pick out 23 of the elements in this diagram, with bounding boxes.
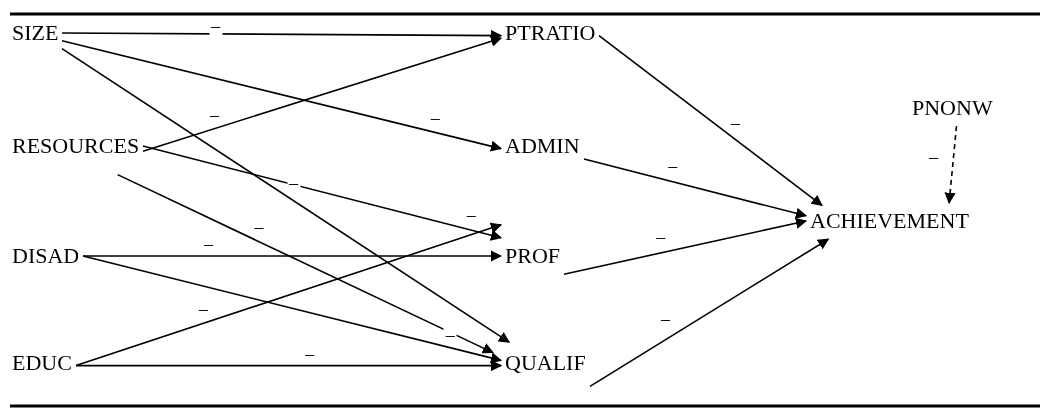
arrow [583,158,808,219]
variable-label: RESOURCES [12,133,140,159]
arrow [61,40,503,152]
variable-label: PROF [505,243,561,269]
arrow [82,255,503,364]
variable-label: PTRATIO [505,20,596,46]
arrow [598,34,823,207]
arrow [75,360,503,372]
arrow [61,47,511,343]
variable-label: DISAD [12,243,80,269]
variable-label: EDUC [12,350,72,376]
arrow [116,173,494,354]
arrow [944,125,958,204]
variable-label: PNONW [912,95,993,121]
arrow [589,238,830,388]
arrow [142,145,503,241]
arrow [563,217,808,275]
arrow [142,35,503,152]
variable-label: QUALIF [505,350,586,376]
variable-label: ACHIEVEMENT [810,208,969,234]
variable-label: SIZE [12,20,59,46]
arrow [82,250,503,262]
variable-label: ADMIN [505,133,580,159]
